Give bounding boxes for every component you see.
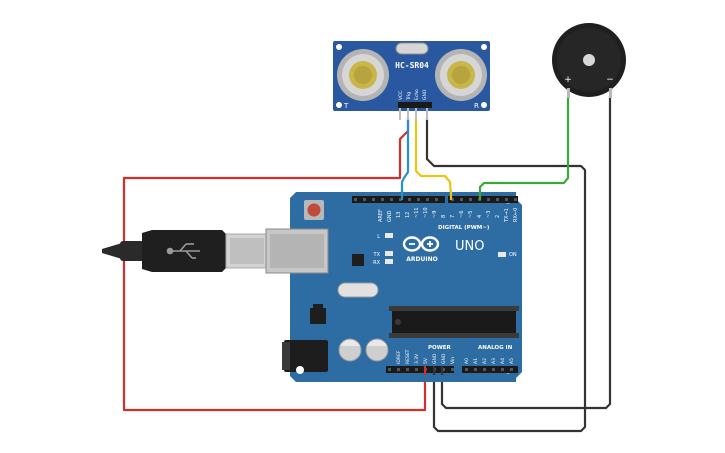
sensor-model-label: HC-SR04 (395, 61, 429, 70)
usb-icon (166, 243, 200, 259)
wire-ends (400, 190, 482, 375)
sensor-pin-vcc: VCC (398, 91, 404, 100)
pin-label-rx0: RX←0 (513, 208, 519, 222)
led-rx-label: RX (373, 260, 380, 266)
buzzer-plus-label: + (564, 75, 572, 85)
led-l (385, 233, 393, 238)
pin-label-10: ~10 (423, 207, 429, 218)
sensor-r-mark: R (474, 102, 479, 110)
pin-label-11: ~11 (414, 207, 420, 218)
arduino-logo (402, 236, 440, 252)
pin-label-a0: A0 (464, 358, 470, 364)
pin-label-a3: A3 (491, 358, 497, 364)
power-jack (284, 340, 328, 372)
usb-cable (102, 230, 269, 272)
pin-label-7: 7 (450, 215, 456, 218)
pin-label-2: 2 (495, 215, 501, 218)
wire-5v-red (122, 118, 427, 412)
led-on (498, 252, 506, 257)
transducer-right (435, 49, 487, 101)
capacitor-1 (338, 338, 362, 362)
reset-button[interactable] (304, 200, 324, 220)
pin-label-gnd-top: GND (387, 210, 393, 222)
led-rx (385, 259, 393, 264)
pin-label-aref: AREF (378, 209, 384, 222)
pin-label-6: ~6 (459, 211, 465, 218)
analog-header (462, 366, 518, 373)
led-tx (385, 251, 393, 256)
sensor-pin-echo: Echo (414, 89, 420, 100)
wire-trig-blue (400, 118, 410, 196)
pin-label-a2: A2 (482, 358, 488, 364)
digital-header-right (448, 196, 518, 203)
pin-label-4: 4 (477, 215, 483, 218)
digital-label: DIGITAL (PWM~) (438, 225, 490, 231)
pin-label-8: 8 (441, 215, 447, 218)
pin-label-gnd-2: GND (441, 353, 447, 364)
wire-echo-yellow (414, 118, 453, 197)
pin-label-a5: A5 (509, 358, 515, 364)
transducer-left (337, 49, 389, 101)
sensor-pin-trig: Trig (406, 92, 412, 101)
digital-header-left (352, 196, 445, 203)
pin-label-9: ~9 (432, 211, 438, 218)
atmega-chip (389, 306, 519, 338)
buzzer-minus-label: − (606, 75, 614, 85)
arduino-brand: ARDUINO (406, 256, 437, 263)
pin-label-a4: A4 (500, 358, 506, 364)
power-label: POWER (428, 345, 452, 351)
led-tx-label: TX (373, 252, 381, 258)
led-l-label: L (377, 234, 380, 240)
pin-label-vin: Vin (450, 357, 456, 364)
wire-buzzer-green (478, 96, 570, 196)
digital-pin-holes (354, 198, 517, 201)
power-header (386, 366, 454, 373)
pin-label-13: 13 (396, 212, 402, 218)
piezo-buzzer: + − (552, 23, 626, 98)
pin-label-gnd-1: GND (432, 353, 438, 364)
led-on-label: ON (509, 252, 517, 258)
pin-label-12: 12 (405, 212, 411, 218)
pin-label-ioref: IOREF (396, 350, 402, 364)
crystal (337, 282, 379, 298)
pin-label-tx1: TX→1 (504, 208, 510, 223)
pin-label-5: ~5 (468, 211, 474, 218)
capacitor-2 (365, 338, 389, 362)
sensor-t-mark: T (343, 102, 349, 110)
wire-buzzer-gnd-black (440, 96, 612, 410)
pin-label-3v3: 3.3V (414, 353, 420, 364)
wire-gnd-sensor-black (425, 118, 587, 433)
ultrasonic-sensor: HC-SR04 T R VCC Trig Echo GND (333, 41, 490, 120)
pin-label-3: ~3 (486, 211, 492, 218)
pin-label-reset: RESET (405, 349, 411, 364)
arduino-model: UNO (455, 239, 484, 254)
pin-label-5v: 5V (423, 357, 429, 364)
analog-label: ANALOG IN (478, 345, 513, 351)
arduino-board: L TX RX ON ARDUINO UNO AREF (265, 192, 522, 382)
sensor-pin-gnd: GND (422, 89, 428, 100)
pin-label-a1: A1 (473, 358, 479, 364)
